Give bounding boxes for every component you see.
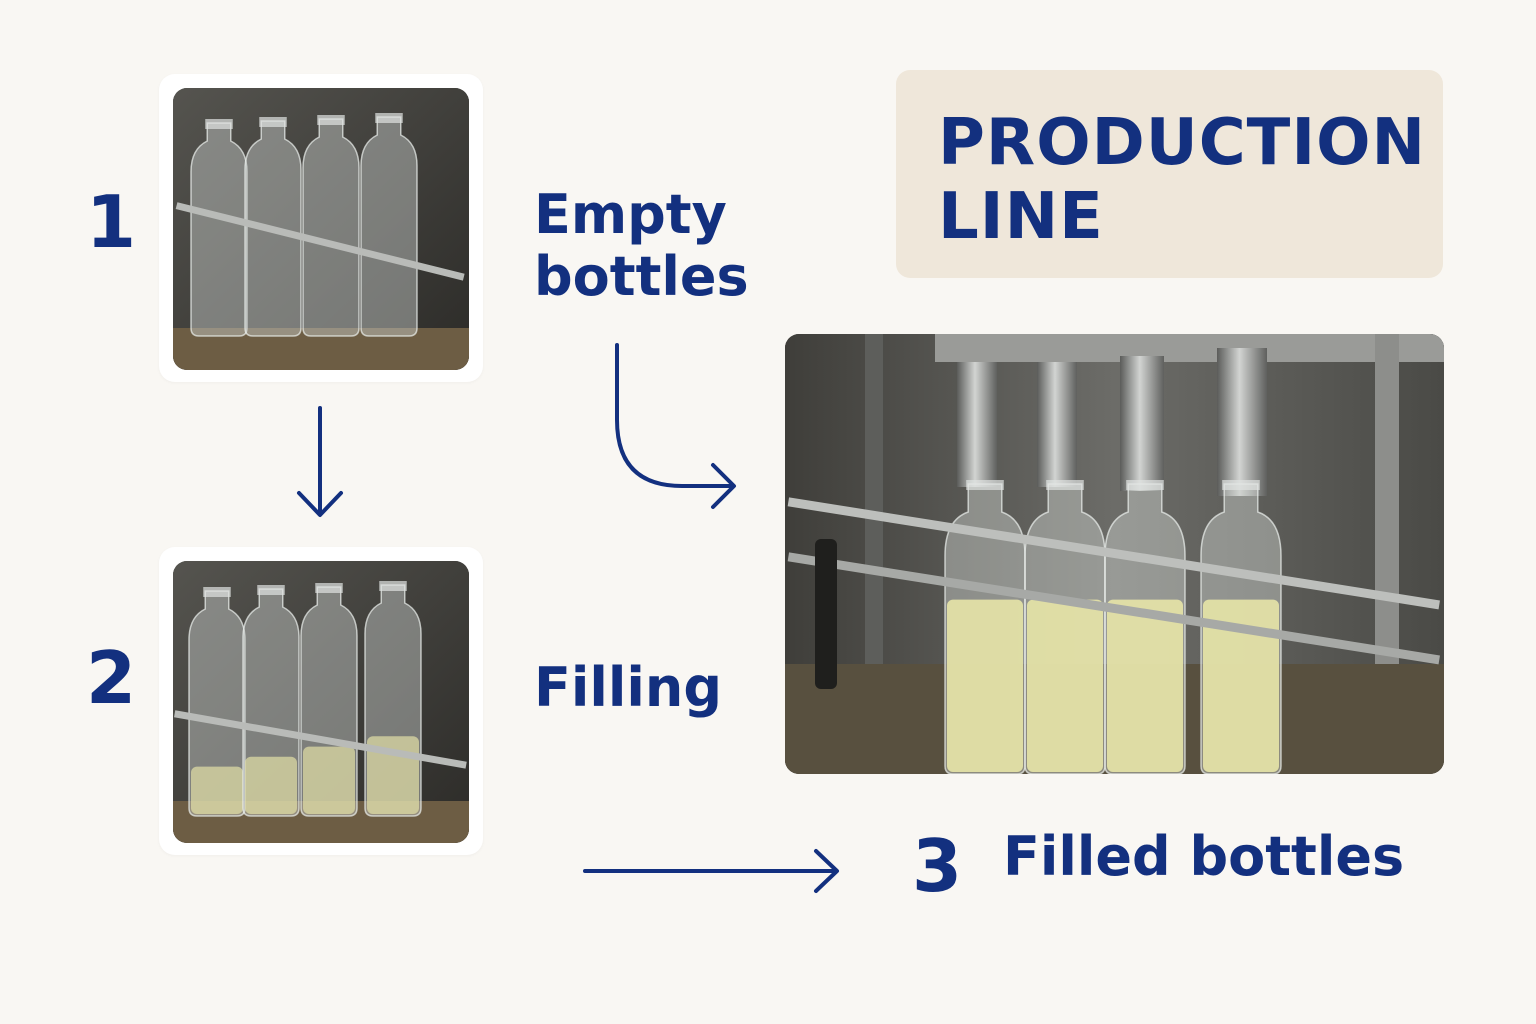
liquid-3-2 bbox=[1027, 599, 1103, 772]
liquid-3-4 bbox=[1203, 599, 1279, 772]
liquid-3-1 bbox=[947, 599, 1023, 772]
bottle-neck-3-3 bbox=[1126, 480, 1164, 490]
bottle-1-3 bbox=[302, 118, 360, 337]
bottle-neck-2-3 bbox=[315, 583, 343, 593]
liquid-2-2 bbox=[245, 756, 297, 814]
liquid-3-3 bbox=[1107, 599, 1183, 772]
bottle-2-1 bbox=[188, 590, 246, 817]
bottle-neck-3-4 bbox=[1222, 480, 1260, 490]
bottle-neck-3-1 bbox=[966, 480, 1004, 490]
bottle-neck-2-4 bbox=[379, 581, 407, 591]
step-3-label: Filled bottles bbox=[1003, 825, 1405, 888]
bottle-1-1 bbox=[190, 122, 248, 337]
page-title: PRODUCTION LINE bbox=[938, 106, 1427, 254]
arrow-step1-to-step2 bbox=[297, 406, 343, 517]
bottle-neck-1-2 bbox=[259, 117, 287, 127]
arrow-step2-to-step3 bbox=[583, 849, 839, 893]
step-2-number: 2 bbox=[86, 636, 137, 720]
liquid-2-3 bbox=[303, 746, 355, 814]
bottle-neck-2-2 bbox=[257, 585, 285, 595]
step-2-label: Filling bbox=[534, 656, 723, 719]
title-panel: PRODUCTION LINE bbox=[896, 70, 1443, 278]
arrow-curved-to-filling bbox=[615, 343, 736, 509]
bottle-neck-1-3 bbox=[317, 115, 345, 125]
bottle-neck-1-4 bbox=[375, 113, 403, 123]
bottle-neck-2-1 bbox=[203, 587, 231, 597]
liquid-2-1 bbox=[191, 766, 243, 814]
step-1-number: 1 bbox=[86, 180, 137, 264]
step-3-photo bbox=[785, 334, 1444, 774]
empty-bottles-image bbox=[173, 88, 469, 370]
filling-bottles-image bbox=[173, 561, 469, 843]
step-1-photo bbox=[173, 88, 469, 370]
step-3-number: 3 bbox=[912, 824, 963, 908]
step-2-photo bbox=[173, 561, 469, 843]
bottle-neck-1-1 bbox=[205, 119, 233, 129]
bottle-1-4 bbox=[360, 116, 418, 337]
bottle-neck-3-2 bbox=[1046, 480, 1084, 490]
filled-bottles-image bbox=[785, 334, 1444, 774]
step-1-label: Empty bottles bbox=[534, 183, 749, 308]
